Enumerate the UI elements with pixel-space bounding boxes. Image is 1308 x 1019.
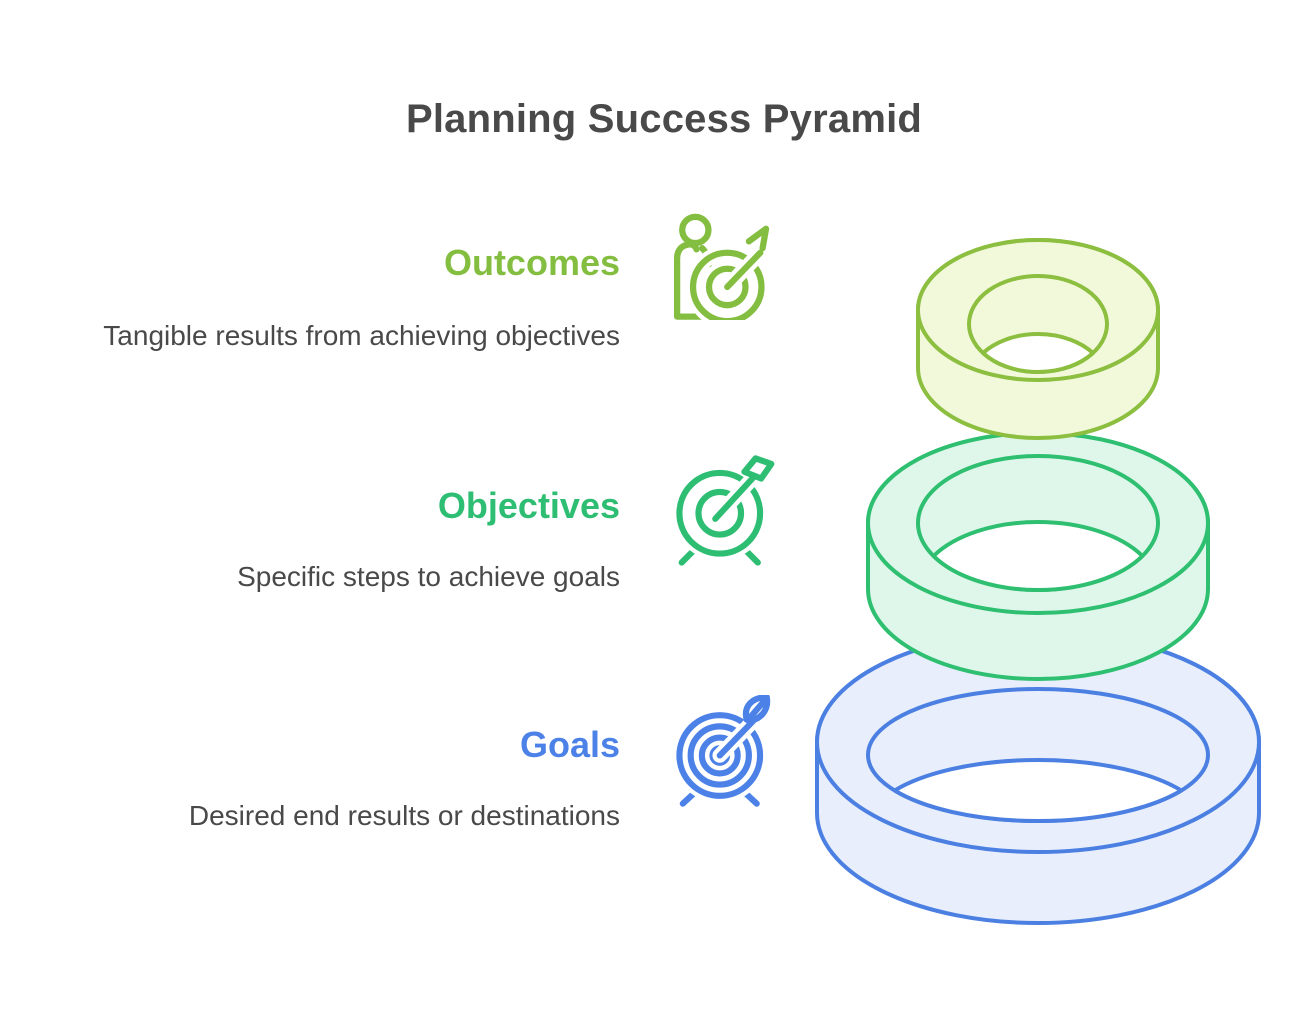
arrow-shaft <box>716 717 757 759</box>
target-ring-1 <box>676 712 764 799</box>
target-inner-circle <box>695 488 745 538</box>
arrow-shaft <box>724 249 764 291</box>
label-objectives: Objectives <box>437 485 620 526</box>
description-outcomes: Tangible results from achieving objectiv… <box>103 320 620 351</box>
ring-outcomes-hole-opening <box>981 332 1095 374</box>
target-inner-circle <box>705 265 749 309</box>
ring-outcomes <box>916 238 1160 440</box>
person-body <box>673 241 710 320</box>
description-objectives: Specific steps to achieve goals <box>237 561 620 592</box>
arrow-shaft <box>712 474 757 522</box>
label-goals: Goals <box>519 724 620 765</box>
ring-objectives-hole-opening <box>931 520 1145 592</box>
arrow-fletching <box>745 225 770 252</box>
label-outcomes: Outcomes <box>443 242 620 283</box>
person-target-icon <box>673 213 770 320</box>
target-arrow-icon <box>672 455 775 566</box>
ring-objectives <box>866 431 1210 681</box>
bullseye-arrow-icon <box>672 695 771 807</box>
target-ring-2 <box>687 723 752 788</box>
arrow-leaf-fletching <box>742 695 771 724</box>
target-ring-3 <box>698 734 741 777</box>
page-title: Planning Success Pyramid <box>405 97 923 141</box>
target-outer-circle <box>689 249 765 320</box>
description-goals: Desired end results or destinations <box>188 800 620 831</box>
ring-goals-hole-opening <box>892 758 1184 823</box>
arrow-fletching <box>741 455 775 482</box>
arrow-leaf-vein <box>748 697 768 720</box>
target-outer-circle <box>676 469 764 557</box>
